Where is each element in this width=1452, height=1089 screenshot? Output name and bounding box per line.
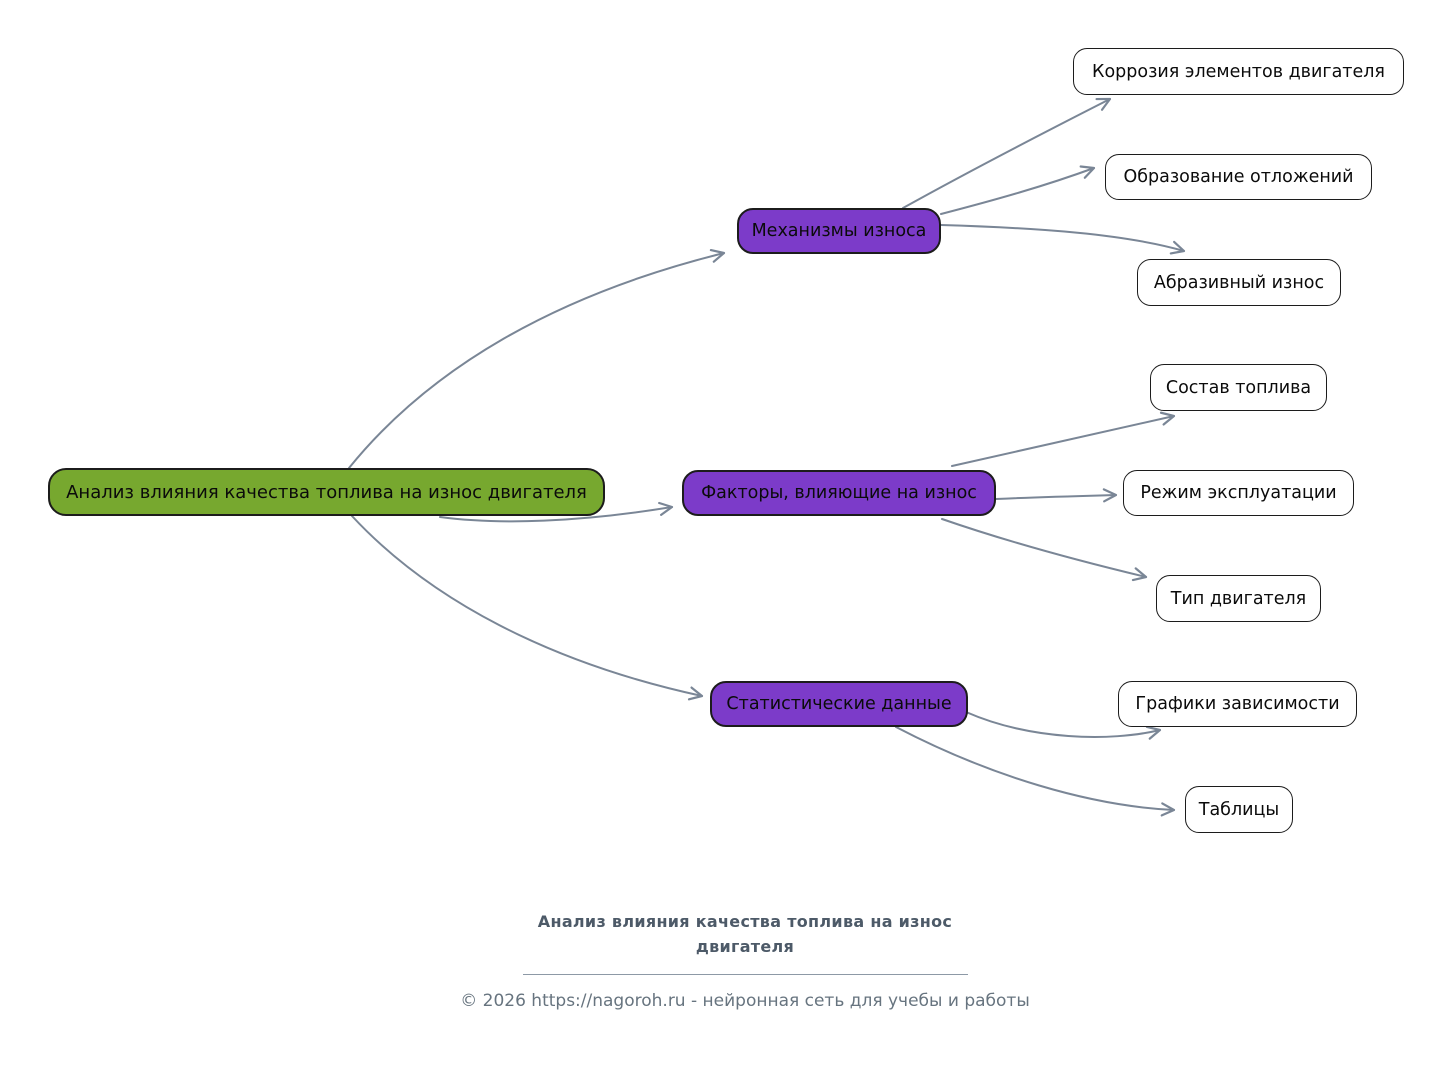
leaf-node-label: Тип двигателя <box>1170 588 1307 609</box>
leaf-node-label: Графики зависимости <box>1135 694 1340 714</box>
root-node-label: Анализ влияния качества топлива на износ… <box>66 481 587 503</box>
leaf-node-charts: Графики зависимости <box>1118 681 1357 727</box>
branch-node-label: Статистические данные <box>726 694 952 714</box>
branch-node-label: Механизмы износа <box>751 221 927 241</box>
leaf-node-engine-type: Тип двигателя <box>1156 575 1321 622</box>
footer: Анализ влияния качества топлива на износ… <box>0 910 1452 1011</box>
leaf-node-operating-mode: Режим эксплуатации <box>1123 470 1354 516</box>
edge-mechanisms-to-deposits <box>940 165 1096 215</box>
branch-node-mechanisms: Механизмы износа <box>737 208 941 254</box>
leaf-node-corrosion: Коррозия элементов двигателя <box>1073 48 1404 95</box>
edge-root-to-statistics <box>351 515 704 701</box>
footer-divider <box>522 973 968 975</box>
edge-root-to-factors <box>439 501 674 523</box>
leaf-node-deposits: Образование отложений <box>1105 154 1372 200</box>
leaf-node-label: Состав топлива <box>1165 377 1312 398</box>
footer-title: Анализ влияния качества топлива на износ… <box>537 912 953 956</box>
leaf-node-label: Таблицы <box>1198 799 1280 820</box>
edge-mechanisms-to-abrasive <box>940 224 1186 255</box>
leaf-node-fuel-composition: Состав топлива <box>1150 364 1327 411</box>
leaf-node-abrasive: Абразивный износ <box>1137 259 1341 306</box>
branch-node-statistics: Статистические данные <box>710 681 968 727</box>
leaf-node-tables: Таблицы <box>1185 786 1293 833</box>
leaf-node-label: Абразивный износ <box>1153 272 1325 293</box>
edge-factors-to-fuel-composition <box>951 411 1176 467</box>
branch-node-label: Факторы, влияющие на износ <box>701 483 977 503</box>
leaf-node-label: Коррозия элементов двигателя <box>1092 61 1385 82</box>
edge-statistics-to-tables <box>895 726 1176 817</box>
edge-mechanisms-to-corrosion <box>902 97 1112 209</box>
footer-copyright: © 2026 https://nagoroh.ru - нейронная се… <box>460 990 1030 1011</box>
edge-statistics-to-charts <box>965 711 1162 740</box>
root-node: Анализ влияния качества топлива на износ… <box>48 468 605 516</box>
branch-node-factors: Факторы, влияющие на износ <box>682 470 996 516</box>
leaf-node-label: Режим эксплуатации <box>1140 483 1337 503</box>
edge-factors-to-operating-mode <box>995 488 1118 503</box>
edge-factors-to-engine-type <box>941 518 1148 582</box>
leaf-node-label: Образование отложений <box>1123 167 1354 187</box>
edge-root-to-mechanisms <box>348 248 726 469</box>
